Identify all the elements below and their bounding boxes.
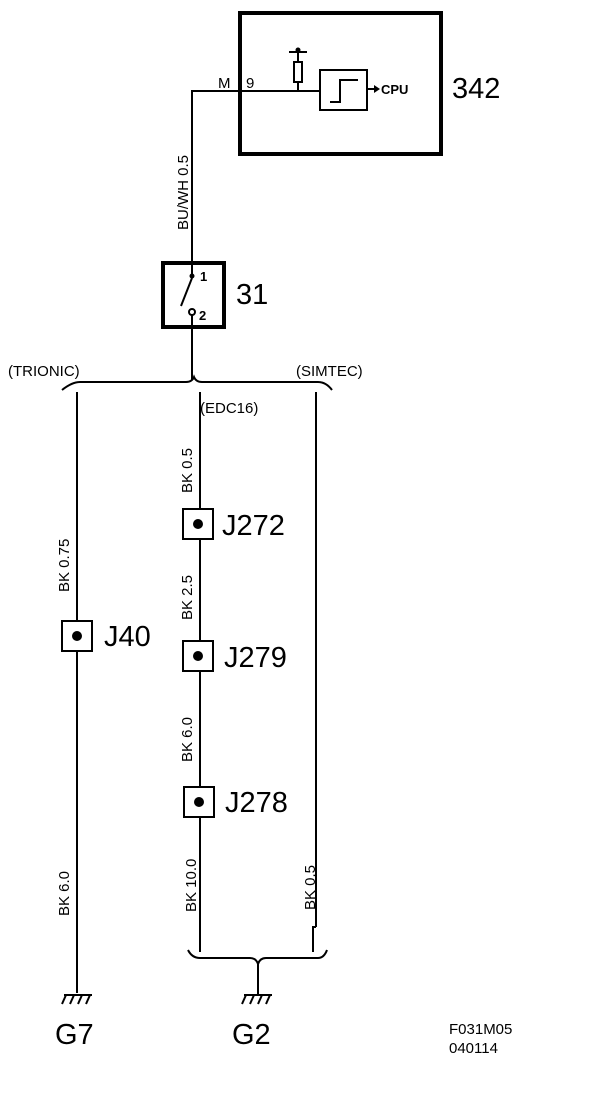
date-code: 040114 <box>449 1040 498 1057</box>
junction-j278: J278 <box>183 786 288 819</box>
junction-j279: J279 <box>182 640 287 674</box>
schmitt-trigger-icon <box>330 79 358 103</box>
switch-blade-icon <box>180 277 193 307</box>
junction-j272: J272 <box>182 508 285 542</box>
supply-dot-icon <box>295 47 301 53</box>
wire-label-bk-60-mid: BK 6.0 <box>179 717 196 762</box>
switch-terminal-2-icon <box>188 308 196 316</box>
switch-31: 31 1 2 <box>161 261 268 329</box>
switch-terminal-1-label: 1 <box>200 269 207 284</box>
junction-j40-label: J40 <box>104 621 151 653</box>
ground-g2: G2 <box>232 994 272 1051</box>
ground-g7: G7 <box>55 994 94 1051</box>
switch-box <box>161 261 226 329</box>
pin-letter-label: M <box>218 75 231 92</box>
wire-simtec-lower <box>312 926 316 952</box>
junction-j279-dot <box>193 651 203 661</box>
switch-terminal-1-dot <box>189 273 195 279</box>
wire-label-bk-60-left: BK 6.0 <box>56 871 73 916</box>
wire-bu-wh <box>191 90 240 266</box>
ground-g2-label: G2 <box>232 1019 271 1051</box>
variant-simtec: (SIMTEC) <box>296 363 363 380</box>
ground-g7-label: G7 <box>55 1019 94 1051</box>
variant-trionic: (TRIONIC) <box>8 363 80 380</box>
variant-edc16: (EDC16) <box>200 400 258 417</box>
junction-j40-dot <box>72 631 82 641</box>
control-module-id: 342 <box>452 73 500 105</box>
ground-bracket <box>187 949 328 968</box>
junction-j40-box <box>61 620 93 652</box>
wire-label-bk-05-right: BK 0.5 <box>302 865 319 910</box>
wire-label-bk-100: BK 10.0 <box>183 859 200 912</box>
wire-label-bk-25: BK 2.5 <box>179 575 196 620</box>
junction-j278-dot <box>194 797 204 807</box>
switch-terminal-2-label: 2 <box>199 308 206 323</box>
wire-label-bk-075: BK 0.75 <box>56 539 73 592</box>
figure-code: F031M05 <box>449 1021 512 1038</box>
wire-label-bu-wh: BU/WH 0.5 <box>175 155 192 230</box>
junction-j272-label: J272 <box>222 510 285 542</box>
pull-up-resistor <box>293 61 303 83</box>
junction-j272-box <box>182 508 214 540</box>
switch-id: 31 <box>236 279 268 311</box>
control-module-box <box>238 11 443 156</box>
junction-j279-label: J279 <box>224 642 287 674</box>
junction-j40: J40 <box>61 620 151 653</box>
wire-label-bk-05-top: BK 0.5 <box>179 448 196 493</box>
control-module-342: 342 M 9 CPU <box>218 11 500 156</box>
cpu-arrow-icon <box>374 85 380 93</box>
junction-j278-label: J278 <box>225 787 288 819</box>
schmitt-trigger-box <box>319 69 368 111</box>
pin-number-label: 9 <box>246 75 254 92</box>
cpu-label: CPU <box>381 82 408 97</box>
junction-j278-box <box>183 786 215 818</box>
junction-j272-dot <box>193 519 203 529</box>
variant-bracket <box>61 374 333 391</box>
